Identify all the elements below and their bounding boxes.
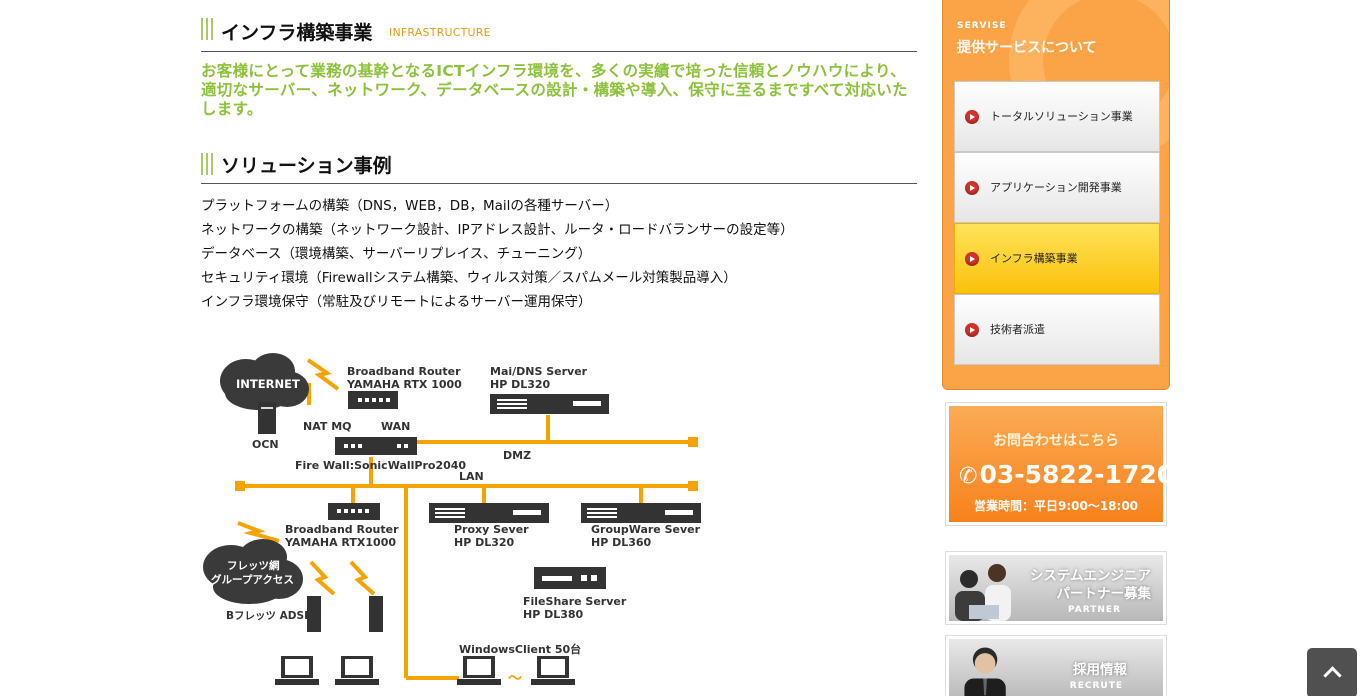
lightning-icon (237, 521, 280, 543)
service-item-label: トータルソリューション事業 (990, 110, 1133, 123)
list-item: データベース（環境構築、サーバーリプレイス、チューニング） (201, 246, 592, 262)
heading-bars-icon (201, 18, 213, 40)
divider (201, 51, 917, 52)
list-item: ネットワークの構築（ネットワーク設計、IPアドレス設計、ルータ・ロードバランサー… (201, 222, 794, 238)
partner-en: PARTNER (1067, 605, 1121, 615)
people-photo-icon (955, 564, 1011, 621)
phone-number: ✆03-5822-1720 (959, 460, 1175, 489)
nat-label: NAT MQ (303, 420, 352, 433)
firewall-label: Fire Wall:SonicWallPro2040 (295, 459, 466, 472)
recruit-en: RECRUTE (1069, 681, 1123, 691)
modem-icon (369, 596, 383, 632)
router1-model: YAMAHA RTX 1000 (346, 378, 462, 391)
laptop-icon (275, 656, 319, 685)
recruit-banner[interactable]: 採用情報 RECRUTE (945, 635, 1167, 696)
bflets-label: Bフレッツ ADSL (226, 610, 311, 622)
arrow-circle-icon (965, 252, 979, 266)
arrow-circle-icon (965, 181, 979, 195)
service-item-dispatch[interactable]: 技術者派遣 (954, 294, 1160, 365)
service-item-infrastructure[interactable]: インフラ構築事業 (954, 223, 1160, 294)
contact-label: お問合わせはこちら (993, 433, 1119, 449)
heading-bars-icon (201, 153, 213, 175)
flets-label-1: フレッツ網 (227, 559, 280, 572)
ocn-server-icon (258, 402, 276, 434)
lightning-icon (349, 560, 376, 596)
router2-model: YAMAHA RTX1000 (284, 536, 396, 549)
solutions-section-header: ソリューション事例 (201, 150, 917, 184)
service-menu-box: SERVISE 提供サービスについて トータルソリューション事業 アプリケーショ… (942, 0, 1170, 390)
flets-label-2: グループアクセス (211, 573, 294, 586)
list-item: インフラ環境保守（常駐及びリモートによるサーバー運用保守） (201, 294, 592, 310)
groupware-name: GroupWare Sever (591, 523, 701, 536)
router1-name: Broadband Router (347, 365, 461, 378)
ocn-label: OCN (252, 438, 279, 451)
dmz-label: DMZ (503, 449, 531, 462)
main-content: インフラ構築事業 INFRASTRUCTURE お客様にとって業務の基幹となるI… (201, 0, 917, 696)
mail-server-name: Mai/DNS Server (490, 365, 588, 378)
scroll-to-top-button[interactable] (1307, 648, 1357, 696)
solutions-list: プラットフォームの構築（DNS，WEB，DB，Mailの各種サーバー） ネットワ… (201, 194, 794, 314)
modem-icon (307, 596, 321, 632)
fileshare-model: HP DL380 (523, 608, 584, 621)
internet-label: INTERNET (236, 377, 300, 391)
groupware-model: HP DL360 (591, 536, 652, 549)
lightning-icon (309, 560, 336, 596)
clients-label: WindowsClient 50台 (459, 642, 581, 656)
fileshare-name: FileShare Server (523, 595, 627, 608)
arrow-circle-icon (965, 323, 979, 337)
divider (201, 183, 917, 184)
lightning-icon (306, 358, 340, 391)
router2-name: Broadband Router (285, 523, 399, 536)
infra-section-header: インフラ構築事業 INFRASTRUCTURE (201, 0, 917, 52)
service-item-application[interactable]: アプリケーション開発事業 (954, 152, 1160, 223)
lan-label: LAN (459, 470, 484, 483)
proxy-model: HP DL320 (454, 536, 515, 549)
lead-text: お客様にとって業務の基幹となるICTインフラ環境を、多くの実績で培った信頼とノウ… (201, 62, 908, 118)
service-item-total-solution[interactable]: トータルソリューション事業 (954, 81, 1160, 152)
service-item-label: インフラ構築事業 (990, 252, 1078, 265)
business-hours: 営業時間：平日9:00～18:00 (973, 499, 1139, 513)
mail-server-model: HP DL320 (490, 378, 551, 391)
range-tilde: ～ (508, 671, 522, 687)
flets-cloud-icon (203, 539, 303, 604)
wan-label: WAN (381, 420, 410, 433)
page-subtitle: INFRASTRUCTURE (389, 26, 491, 39)
laptop-icon (531, 656, 575, 685)
service-heading-en: SERVISE (957, 21, 1007, 31)
proxy-name: Proxy Sever (454, 523, 529, 536)
service-menu: トータルソリューション事業 アプリケーション開発事業 インフラ構築事業 技術者派… (954, 81, 1160, 365)
service-item-label: アプリケーション開発事業 (990, 181, 1122, 194)
phone-icon: ✆ (959, 464, 978, 489)
network-lines (239, 383, 691, 680)
contact-banner[interactable]: お問合わせはこちら ✆03-5822-1720 営業時間：平日9:00～18:0… (945, 402, 1174, 526)
firewall-icon (335, 437, 417, 455)
partner-title-2: パートナー募集 (1056, 586, 1152, 602)
internet-cloud-icon (220, 353, 309, 410)
list-item: プラットフォームの構築（DNS，WEB，DB，Mailの各種サーバー） (201, 198, 619, 214)
network-diagram: INTERNET OCN Broadband Router YAMAHA RTX… (203, 353, 701, 687)
page-title: インフラ構築事業 (221, 22, 373, 44)
service-item-label: 技術者派遣 (990, 323, 1045, 336)
arrow-circle-icon (965, 110, 979, 124)
person-photo-icon (964, 647, 1006, 696)
partner-banner[interactable]: システムエンジニア パートナー募集 PARTNER (945, 551, 1167, 625)
list-item: セキュリティ環境（Firewallシステム構築、ウィルス対策／スパムメール対策製… (201, 270, 737, 286)
section-title: ソリューション事例 (221, 155, 392, 177)
recruit-title: 採用情報 (1073, 662, 1127, 678)
laptop-icon (335, 656, 379, 685)
laptop-icon (457, 656, 501, 685)
service-heading: 提供サービスについて (957, 40, 1097, 56)
partner-title-1: システムエンジニア (1029, 568, 1151, 584)
line-endpoints (235, 437, 698, 491)
